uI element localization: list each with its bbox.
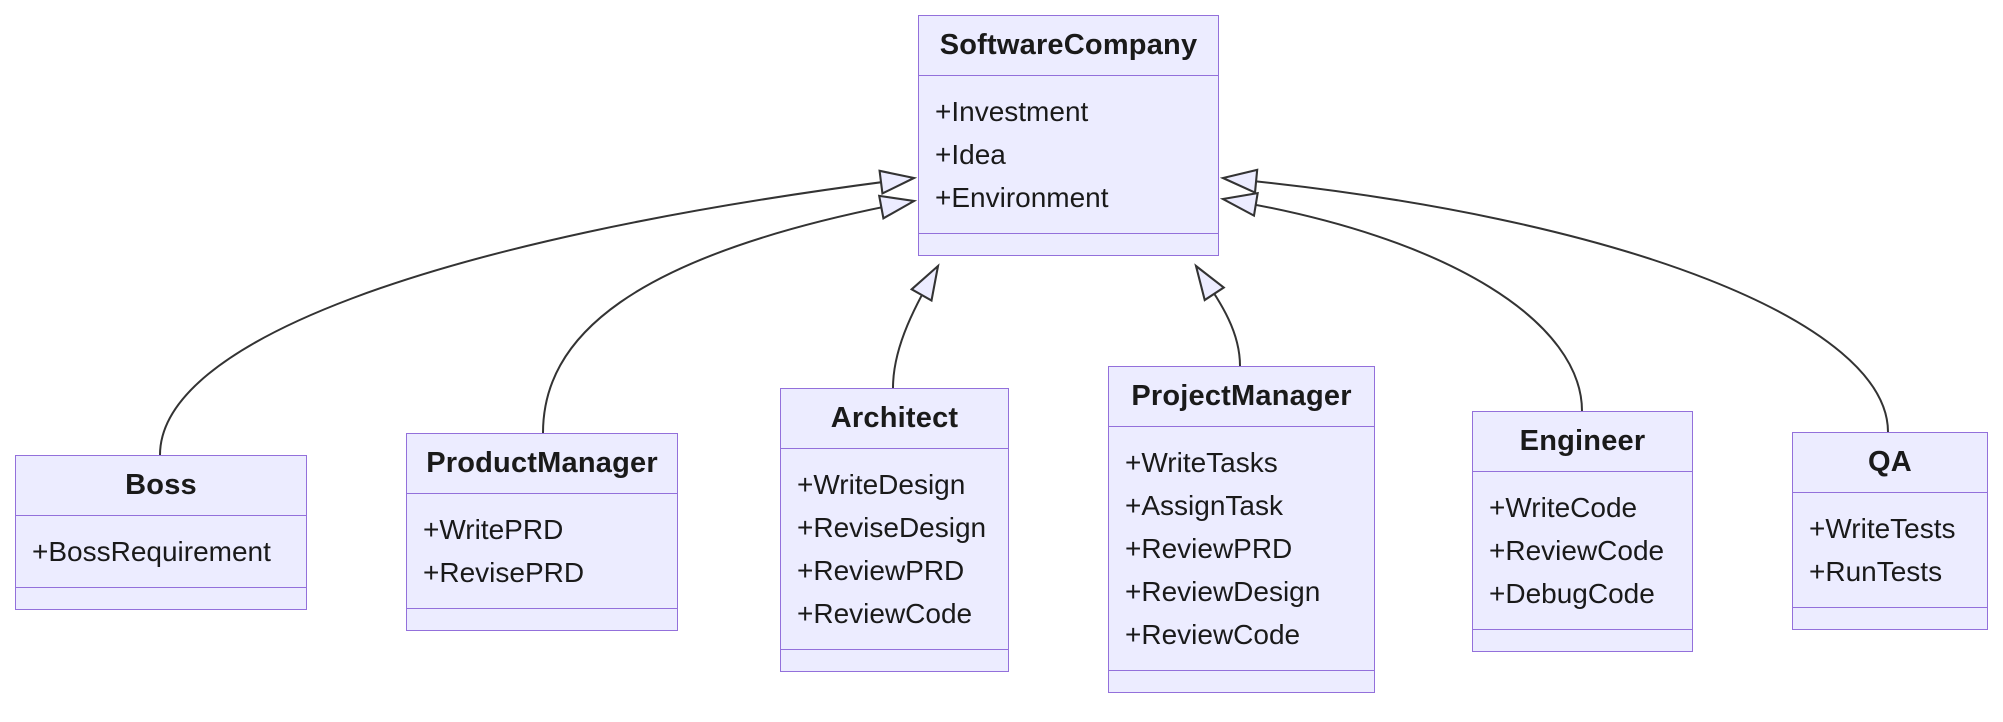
class-member: +Idea xyxy=(935,139,1006,170)
class-title: Architect xyxy=(781,389,1008,449)
class-member: +ReviseDesign xyxy=(797,512,987,543)
class-member: +ReviewDesign xyxy=(1125,576,1321,607)
class-member: +ReviewCode xyxy=(1489,535,1665,566)
edge-qa-to-softwarecompany xyxy=(1223,178,1889,433)
edge-productmanager-to-softwarecompany xyxy=(542,201,914,434)
class-title: Engineer xyxy=(1473,412,1692,472)
edge-architect-to-softwarecompany xyxy=(892,266,938,389)
class-member: +WriteDesign xyxy=(797,469,966,500)
class-members: +Investment +Idea +Environment xyxy=(919,76,1218,234)
class-methods-empty xyxy=(919,234,1218,255)
class-projectmanager: ProjectManager +WriteTasks +AssignTask +… xyxy=(1108,366,1375,693)
class-members: +WriteDesign +ReviseDesign +ReviewPRD +R… xyxy=(781,449,1008,650)
class-softwarecompany: SoftwareCompany +Investment +Idea +Envir… xyxy=(918,15,1219,256)
class-members: +WriteTests +RunTests xyxy=(1793,493,1987,608)
class-member: +ReviewCode xyxy=(797,598,973,629)
class-methods-empty xyxy=(407,609,677,630)
class-methods-empty xyxy=(1793,608,1987,629)
class-member: +Investment xyxy=(935,96,1089,127)
class-member: +ReviewPRD xyxy=(797,555,965,586)
class-member: +ReviewCode xyxy=(1125,619,1301,650)
class-member: +WritePRD xyxy=(423,514,564,545)
class-member: +DebugCode xyxy=(1489,578,1655,609)
class-members: +WriteTasks +AssignTask +ReviewPRD +Revi… xyxy=(1109,427,1374,671)
class-engineer: Engineer +WriteCode +ReviewCode +DebugCo… xyxy=(1472,411,1693,652)
class-members: +WriteCode +ReviewCode +DebugCode xyxy=(1473,472,1692,630)
class-title: ProductManager xyxy=(407,434,677,494)
class-methods-empty xyxy=(1473,630,1692,651)
edge-engineer-to-softwarecompany xyxy=(1223,199,1583,412)
edge-projectmanager-to-softwarecompany xyxy=(1196,266,1241,367)
class-member: +WriteTests xyxy=(1809,513,1956,544)
class-productmanager: ProductManager +WritePRD +RevisePRD xyxy=(406,433,678,631)
class-architect: Architect +WriteDesign +ReviseDesign +Re… xyxy=(780,388,1009,672)
edge-boss-to-softwarecompany xyxy=(159,178,914,456)
class-member: +AssignTask xyxy=(1125,490,1283,521)
class-methods-empty xyxy=(16,588,306,609)
class-title: QA xyxy=(1793,433,1987,493)
class-qa: QA +WriteTests +RunTests xyxy=(1792,432,1988,630)
class-member: +RevisePRD xyxy=(423,557,585,588)
class-member: +WriteCode xyxy=(1489,492,1638,523)
class-methods-empty xyxy=(781,650,1008,671)
class-member: +WriteTasks xyxy=(1125,447,1278,478)
class-title: SoftwareCompany xyxy=(919,16,1218,76)
class-methods-empty xyxy=(1109,671,1374,692)
class-member: +Environment xyxy=(935,182,1109,213)
class-boss: Boss +BossRequirement xyxy=(15,455,307,610)
class-title: ProjectManager xyxy=(1109,367,1374,427)
class-member: +ReviewPRD xyxy=(1125,533,1293,564)
class-title: Boss xyxy=(16,456,306,516)
class-member: +BossRequirement xyxy=(32,536,271,567)
class-members: +WritePRD +RevisePRD xyxy=(407,494,677,609)
class-member: +RunTests xyxy=(1809,556,1943,587)
class-members: +BossRequirement xyxy=(16,516,306,588)
